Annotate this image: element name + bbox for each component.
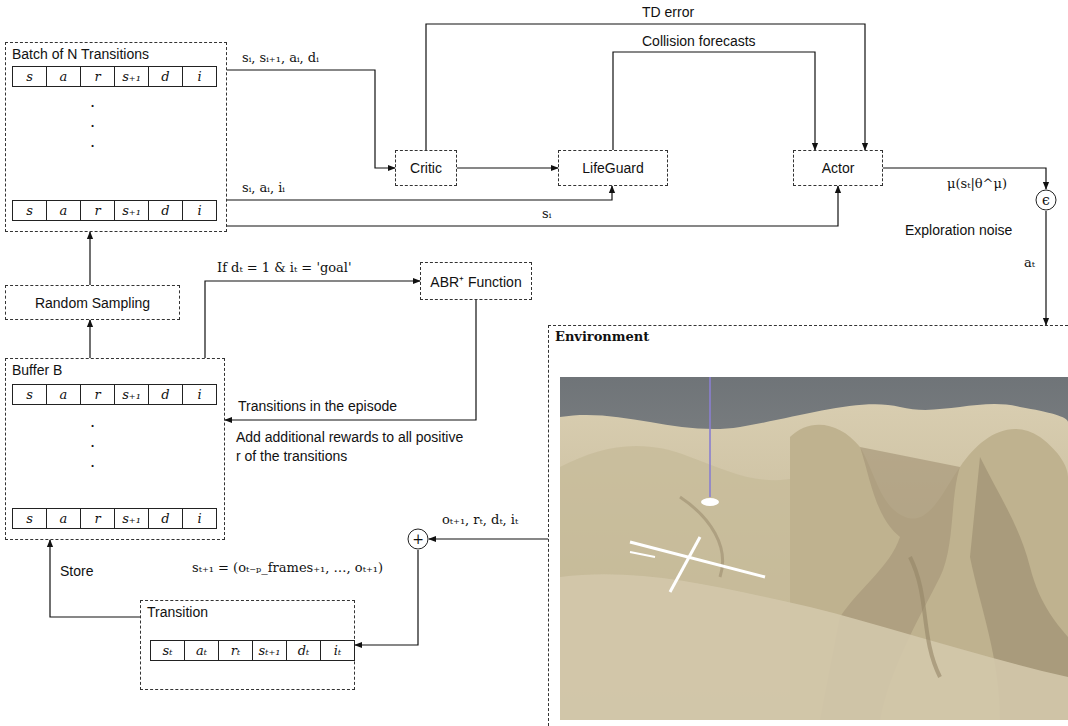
- table-cell: a: [46, 66, 81, 87]
- node-text: ϵ: [1042, 192, 1050, 208]
- actor-box: Actor: [793, 150, 883, 186]
- table-cell: sₜ: [150, 640, 185, 661]
- node-text: Transition: [147, 604, 208, 620]
- flow-arrow: [89, 232, 90, 285]
- table-cell: s: [12, 66, 47, 87]
- edge-label: μ(sₜ|θ^μ): [945, 176, 1009, 191]
- table-cell: i: [182, 508, 217, 529]
- sum-circle: +: [407, 528, 429, 550]
- table-cell: r: [80, 200, 115, 221]
- edge-label: Store: [58, 563, 95, 579]
- node-text: Random Sampling: [35, 295, 150, 311]
- ellipsis-dot: .: [90, 414, 95, 430]
- edge-label: sᵢ, aᵢ, iᵢ: [240, 180, 287, 195]
- flow-arrow: [225, 300, 476, 420]
- edge-label: oₜ₊₁, rₜ, dₜ, iₜ: [440, 512, 520, 527]
- node-text: Buffer B: [12, 362, 62, 378]
- flow-arrow: [50, 540, 140, 617]
- flow-arrow: [227, 186, 838, 226]
- flow-arrow: [205, 281, 420, 358]
- table-cell: a: [46, 384, 81, 405]
- edge-label: Transitions in the episode: [236, 398, 399, 414]
- table-cell: s: [12, 508, 47, 529]
- flow-arrow: [426, 24, 865, 150]
- table-cell: r: [80, 384, 115, 405]
- note-text: Add additional rewards to all positive r…: [236, 428, 471, 466]
- ellipsis-dot: .: [90, 114, 95, 130]
- table-cell: d: [148, 384, 183, 405]
- node-text: ABR⁺ Function: [430, 272, 521, 291]
- table-cell: d: [148, 508, 183, 529]
- table-cell: d: [148, 200, 183, 221]
- table-cell: s₊₁: [114, 66, 149, 87]
- table-cell: i: [182, 384, 217, 405]
- table-cell: d: [148, 66, 183, 87]
- node-text: +: [412, 531, 424, 547]
- table-cell: a: [46, 508, 81, 529]
- table-cell: s₊₁: [114, 200, 149, 221]
- table-cell: r: [80, 508, 115, 529]
- edge-label: Collision forecasts: [640, 33, 758, 49]
- edge-label: sᵢ: [540, 206, 553, 221]
- table-cell: s₊₁: [114, 508, 149, 529]
- sampling-box: Random Sampling: [5, 285, 180, 320]
- lifeguard-box: LifeGuard: [558, 150, 668, 186]
- flow-arrow: [429, 538, 548, 539]
- note-text: Exploration noise: [905, 222, 1012, 238]
- table-cell: a: [46, 200, 81, 221]
- ellipsis-dot: .: [90, 454, 95, 470]
- flow-arrow: [1045, 211, 1046, 325]
- table-cell: i: [182, 200, 217, 221]
- table-cell: iₜ: [320, 640, 355, 661]
- flow-arrow: [227, 70, 395, 168]
- node-text: Actor: [822, 160, 855, 176]
- terrain-render: [560, 377, 1068, 720]
- ellipsis-dot: .: [90, 434, 95, 450]
- flow-arrow: [457, 167, 558, 168]
- flow-arrow: [613, 52, 815, 150]
- table-cell: s₊₁: [114, 384, 149, 405]
- environment-region: Environment: [548, 325, 1068, 726]
- edge-label: TD error: [640, 4, 696, 20]
- edge-label: If dₜ = 1 & iₜ = 'goal': [215, 260, 354, 275]
- table-cell: s: [12, 384, 47, 405]
- flow-arrow: [89, 320, 90, 358]
- noise-circle: ϵ: [1035, 189, 1057, 211]
- table-cell: i: [182, 66, 217, 87]
- table-cell: dₜ: [286, 640, 321, 661]
- edge-label: aₜ: [1022, 255, 1037, 270]
- edge-label: sᵢ, sᵢ₊₁, aᵢ, dᵢ: [240, 50, 321, 65]
- table-cell: rₜ: [218, 640, 253, 661]
- critic-box: Critic: [395, 150, 457, 186]
- table-cell: aₜ: [184, 640, 219, 661]
- ellipsis-dot: .: [90, 134, 95, 150]
- node-text: Critic: [410, 160, 442, 176]
- node-text: Batch of N Transitions: [12, 46, 149, 62]
- function-box: ABR⁺ Function: [420, 262, 532, 300]
- node-text: LifeGuard: [582, 160, 643, 176]
- edge-label: sₜ₊₁ = (oₜ₋ₚ_frames₊₁, …, oₜ₊₁): [190, 560, 385, 575]
- node-text: Environment: [555, 329, 649, 344]
- table-cell: sₜ₊₁: [252, 640, 287, 661]
- table-cell: s: [12, 200, 47, 221]
- ellipsis-dot: .: [90, 94, 95, 110]
- table-cell: r: [80, 66, 115, 87]
